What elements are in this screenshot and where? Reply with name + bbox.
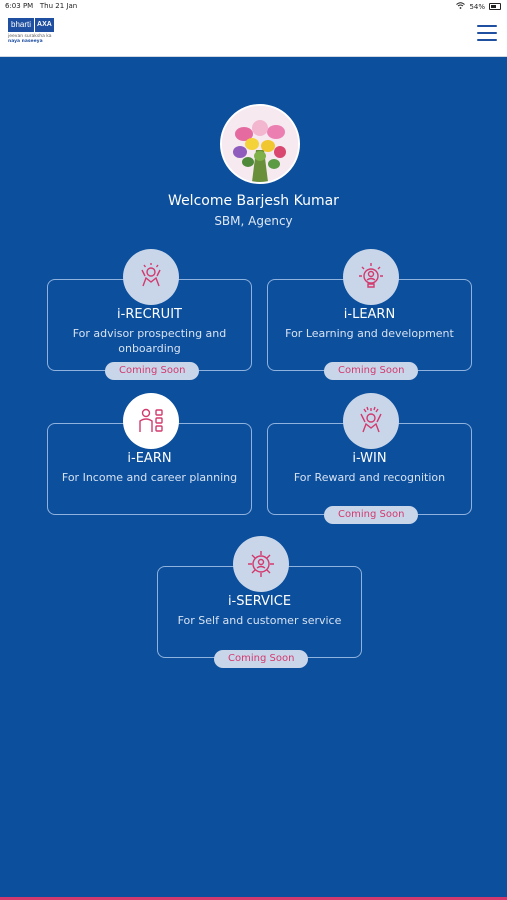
card-title: i-RECRUIT bbox=[117, 307, 182, 322]
logo-brand-axa: AXA bbox=[35, 18, 54, 32]
coming-soon-badge: Coming Soon bbox=[324, 362, 419, 380]
recruit-icon[interactable] bbox=[123, 249, 179, 305]
status-time: 6:03 PM Thu 21 Jan bbox=[5, 2, 78, 10]
coming-soon-badge: Coming Soon bbox=[324, 506, 419, 524]
bottom-accent-bar bbox=[0, 897, 507, 900]
earn-icon[interactable] bbox=[123, 393, 179, 449]
card-description: For advisor prospecting and onboarding bbox=[72, 327, 227, 355]
user-role: SBM, Agency bbox=[214, 214, 293, 228]
battery-icon bbox=[489, 3, 501, 10]
card-title: i-EARN bbox=[127, 451, 172, 466]
status-bar: 6:03 PM Thu 21 Jan 54% bbox=[0, 0, 507, 13]
card-description: For Learning and development bbox=[285, 327, 454, 340]
logo-brand: bharti bbox=[8, 18, 35, 32]
service-icon[interactable] bbox=[233, 536, 289, 592]
bharti-axa-logo[interactable]: bharti AXA jeevan suraksha ka naya nasee… bbox=[8, 18, 62, 52]
card-title: i-LEARN bbox=[343, 307, 396, 322]
status-right: 54% bbox=[456, 2, 501, 11]
card-description: For Self and customer service bbox=[177, 614, 342, 627]
card-title: i-WIN bbox=[352, 451, 387, 466]
win-icon[interactable] bbox=[343, 393, 399, 449]
card-description: For Income and career planning bbox=[61, 471, 238, 484]
logo-tagline: jeevan suraksha ka bbox=[8, 34, 52, 39]
wifi-icon bbox=[456, 2, 466, 11]
app-header: bharti AXA jeevan suraksha ka naya nasee… bbox=[0, 13, 507, 57]
welcome-text: Welcome Barjesh Kumar bbox=[168, 193, 339, 209]
hamburger-menu-icon[interactable] bbox=[477, 25, 497, 41]
coming-soon-badge: Coming Soon bbox=[105, 362, 200, 380]
battery-percent: 54% bbox=[469, 2, 485, 11]
card-description: For Reward and recognition bbox=[293, 471, 446, 484]
learn-icon[interactable] bbox=[343, 249, 399, 305]
logo-tagline-2: naya naseeya bbox=[8, 39, 43, 44]
card-title: i-SERVICE bbox=[227, 594, 292, 609]
coming-soon-badge: Coming Soon bbox=[214, 650, 309, 668]
avatar[interactable] bbox=[220, 104, 300, 184]
flower-bouquet-image bbox=[222, 106, 298, 182]
